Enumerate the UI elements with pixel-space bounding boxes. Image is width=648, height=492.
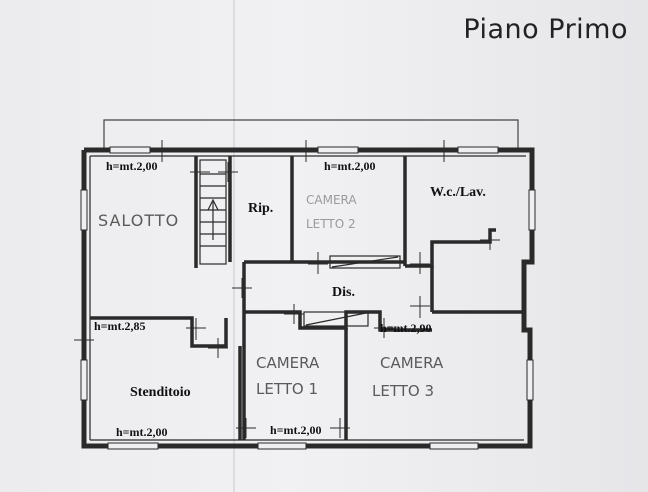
room-label-wc: W.c./Lav. [430,185,486,200]
room-label-camera3-l1: CAMERA [380,354,444,372]
height-label-stenditoio-bottom: h=mt.2,00 [116,425,168,439]
room-label-camera1-l2: LETTO 1 [256,380,318,398]
room-label-camera3-l2: LETTO 3 [372,382,434,400]
room-label-dis: Dis. [332,285,355,300]
room-label-camera1-l1: CAMERA [256,354,320,372]
room-label-stenditoio: Stenditoio [130,385,191,400]
height-label-camera2: h=mt.2,00 [324,159,376,173]
room-label-camera2-l2: LETTO 2 [306,217,356,231]
height-label-salotto: h=mt.2,00 [106,159,158,173]
outer-walls-inner [89,155,526,441]
corridor-doors [303,255,401,327]
windows [80,146,536,450]
height-label-stenditoio-top: h=mt.2,85 [94,319,146,333]
outer-walls [81,147,535,449]
room-label-rip: Rip. [248,201,273,216]
interior-walls [90,156,524,440]
roof-outline [103,119,519,148]
plan-title: Piano Primo [463,14,628,45]
staircase [199,159,227,265]
room-label-salotto: SALOTTO [98,211,179,230]
room-label-camera2-l1: CAMERA [306,193,357,207]
height-label-dis: h=mt.2,90 [380,321,432,335]
height-label-letto1: h=mt.2,00 [270,423,322,437]
cross-marks [74,140,500,438]
